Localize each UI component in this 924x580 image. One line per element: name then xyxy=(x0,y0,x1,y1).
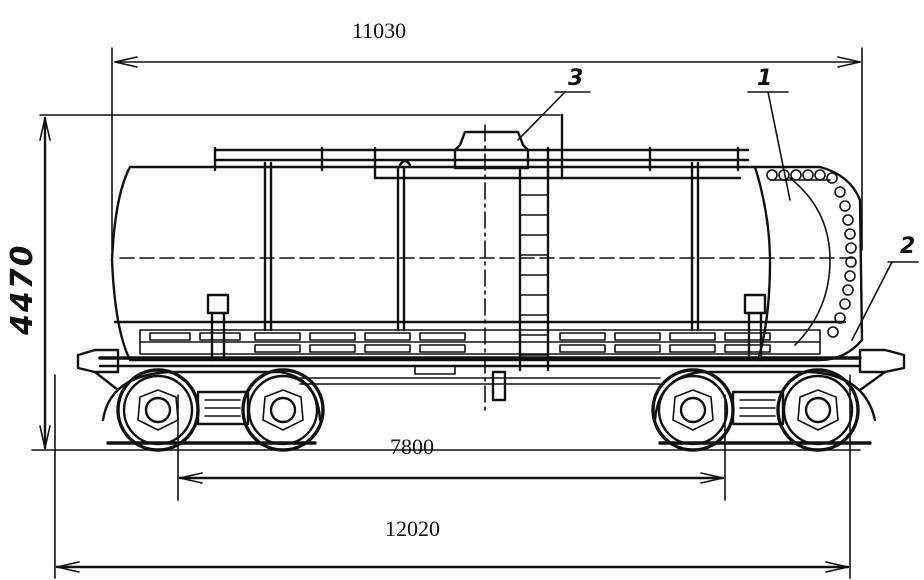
dimension-height xyxy=(31,114,861,451)
dimension-label-overall-bottom: 12020 xyxy=(385,516,440,541)
underframe xyxy=(98,320,862,402)
dimension-label-height: 4470 xyxy=(5,243,40,336)
left-bogie xyxy=(101,293,325,452)
dome xyxy=(453,130,530,170)
callout-leaders xyxy=(517,91,919,341)
dimension-label-bogie-centers: 7800 xyxy=(390,434,434,459)
dimension-top xyxy=(111,47,863,251)
right-bogie xyxy=(651,293,877,452)
side-handrails xyxy=(263,161,700,332)
ladder xyxy=(518,168,550,372)
callout-3: 3 xyxy=(568,66,584,91)
callout-2: 2 xyxy=(900,234,916,259)
tank-body xyxy=(110,124,864,413)
dimension-bottom xyxy=(54,374,851,579)
dimension-bogie-centers xyxy=(177,394,726,501)
couplers xyxy=(76,348,906,392)
dimension-label-overall-top: 11030 xyxy=(352,18,407,43)
callout-1: 1 xyxy=(757,66,773,91)
